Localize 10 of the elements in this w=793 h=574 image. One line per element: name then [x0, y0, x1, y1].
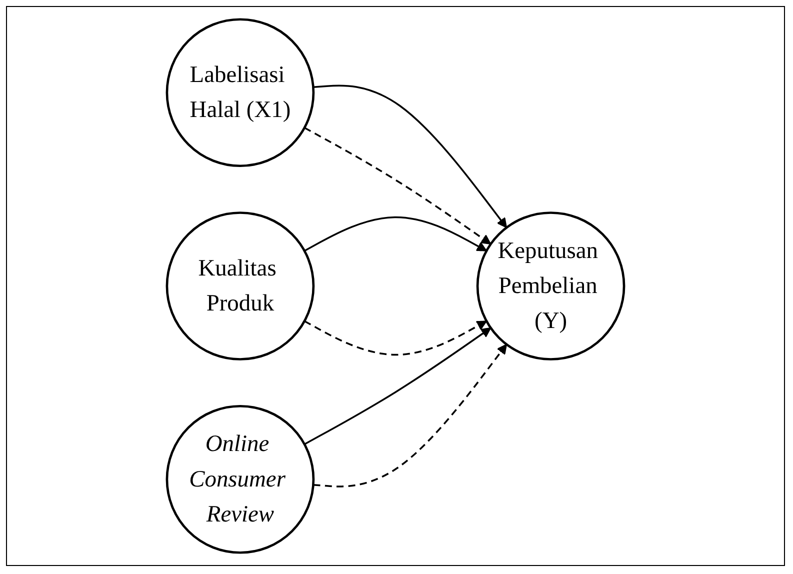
node-circle: Kualitas Produk — [166, 212, 315, 360]
arrow — [313, 84, 508, 228]
arrow — [304, 216, 487, 252]
arrow — [304, 320, 487, 356]
arrow — [304, 327, 492, 445]
arrow — [304, 127, 492, 245]
node-circle: Online Consumer Review — [166, 404, 315, 554]
node-circle: Labelisasi Halal (X1) — [166, 18, 315, 168]
arrow — [313, 344, 508, 488]
node-circle: Keputusan Pembelian (Y) — [476, 212, 626, 360]
